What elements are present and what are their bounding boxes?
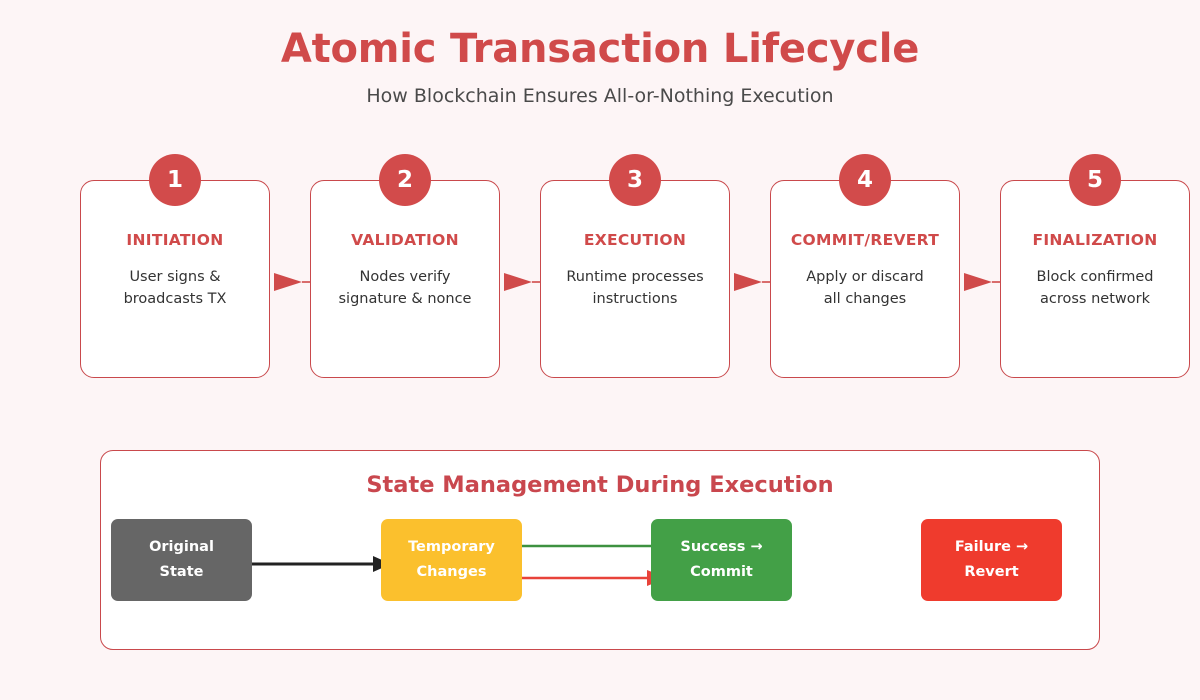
lifecycle-stage-row: 1 INITIATION User signs & broadcasts TX … xyxy=(0,154,1200,380)
state-box-temporary-changes-line1: Temporary xyxy=(408,539,495,555)
stage-heading-3: EXECUTION xyxy=(583,231,687,249)
stage-card-commit-revert[interactable]: 4 COMMIT/REVERT Apply or discard all cha… xyxy=(770,154,960,378)
stage-number-badge-4: 4 xyxy=(839,154,891,206)
stage-card-finalization[interactable]: 5 FINALIZATION Block confirmed across ne… xyxy=(1000,154,1190,378)
state-box-failure-revert-line2: Revert xyxy=(964,564,1019,580)
state-box-success-commit[interactable]: Success → Commit xyxy=(651,519,792,601)
stage-card-execution[interactable]: 3 EXECUTION Runtime processes instructio… xyxy=(540,154,730,378)
stage-number-badge-3: 3 xyxy=(609,154,661,206)
stage-number-badge-5: 5 xyxy=(1069,154,1121,206)
state-box-original-state-line1: Original xyxy=(149,539,214,555)
state-box-failure-revert-line1: Failure → xyxy=(954,539,1029,555)
page-title: Atomic Transaction Lifecycle xyxy=(280,26,920,72)
stage-heading-2: VALIDATION xyxy=(351,231,459,249)
stage-card-validation[interactable]: 2 VALIDATION Nodes verify signature & no… xyxy=(310,154,500,378)
stage-heading-4: COMMIT/REVERT xyxy=(790,231,940,249)
stage-description-4: Apply or discard all changes xyxy=(806,269,924,307)
stage-card-initiation[interactable]: 1 INITIATION User signs & broadcasts TX xyxy=(80,154,270,378)
state-box-original-state[interactable]: Original State xyxy=(111,519,252,601)
state-box-temporary-changes-line2: Changes xyxy=(416,564,487,580)
state-management-panel: State Management During Execution Origin… xyxy=(100,450,1100,650)
state-box-success-commit-line2: Commit xyxy=(690,564,753,580)
stage-description-3: Runtime processes instructions xyxy=(566,269,704,307)
state-panel-title: State Management During Execution xyxy=(366,472,834,498)
stage-description-1: User signs & broadcasts TX xyxy=(123,269,227,307)
page-subtitle: How Blockchain Ensures All-or-Nothing Ex… xyxy=(366,85,834,107)
state-box-success-commit-line1: Success → xyxy=(680,539,763,555)
state-box-failure-revert[interactable]: Failure → Revert xyxy=(921,519,1062,601)
stage-number-badge-2: 2 xyxy=(379,154,431,206)
stage-heading-1: INITIATION xyxy=(126,231,224,249)
header: Atomic Transaction Lifecycle How Blockch… xyxy=(0,0,1200,107)
state-box-temporary-changes[interactable]: Temporary Changes xyxy=(381,519,522,601)
stage-heading-5: FINALIZATION xyxy=(1032,231,1158,249)
state-box-original-state-line2: State xyxy=(159,564,204,580)
stage-number-badge-1: 1 xyxy=(149,154,201,206)
stage-description-2: Nodes verify signature & nonce xyxy=(338,269,472,307)
stage-description-5: Block confirmed across network xyxy=(1036,269,1154,307)
